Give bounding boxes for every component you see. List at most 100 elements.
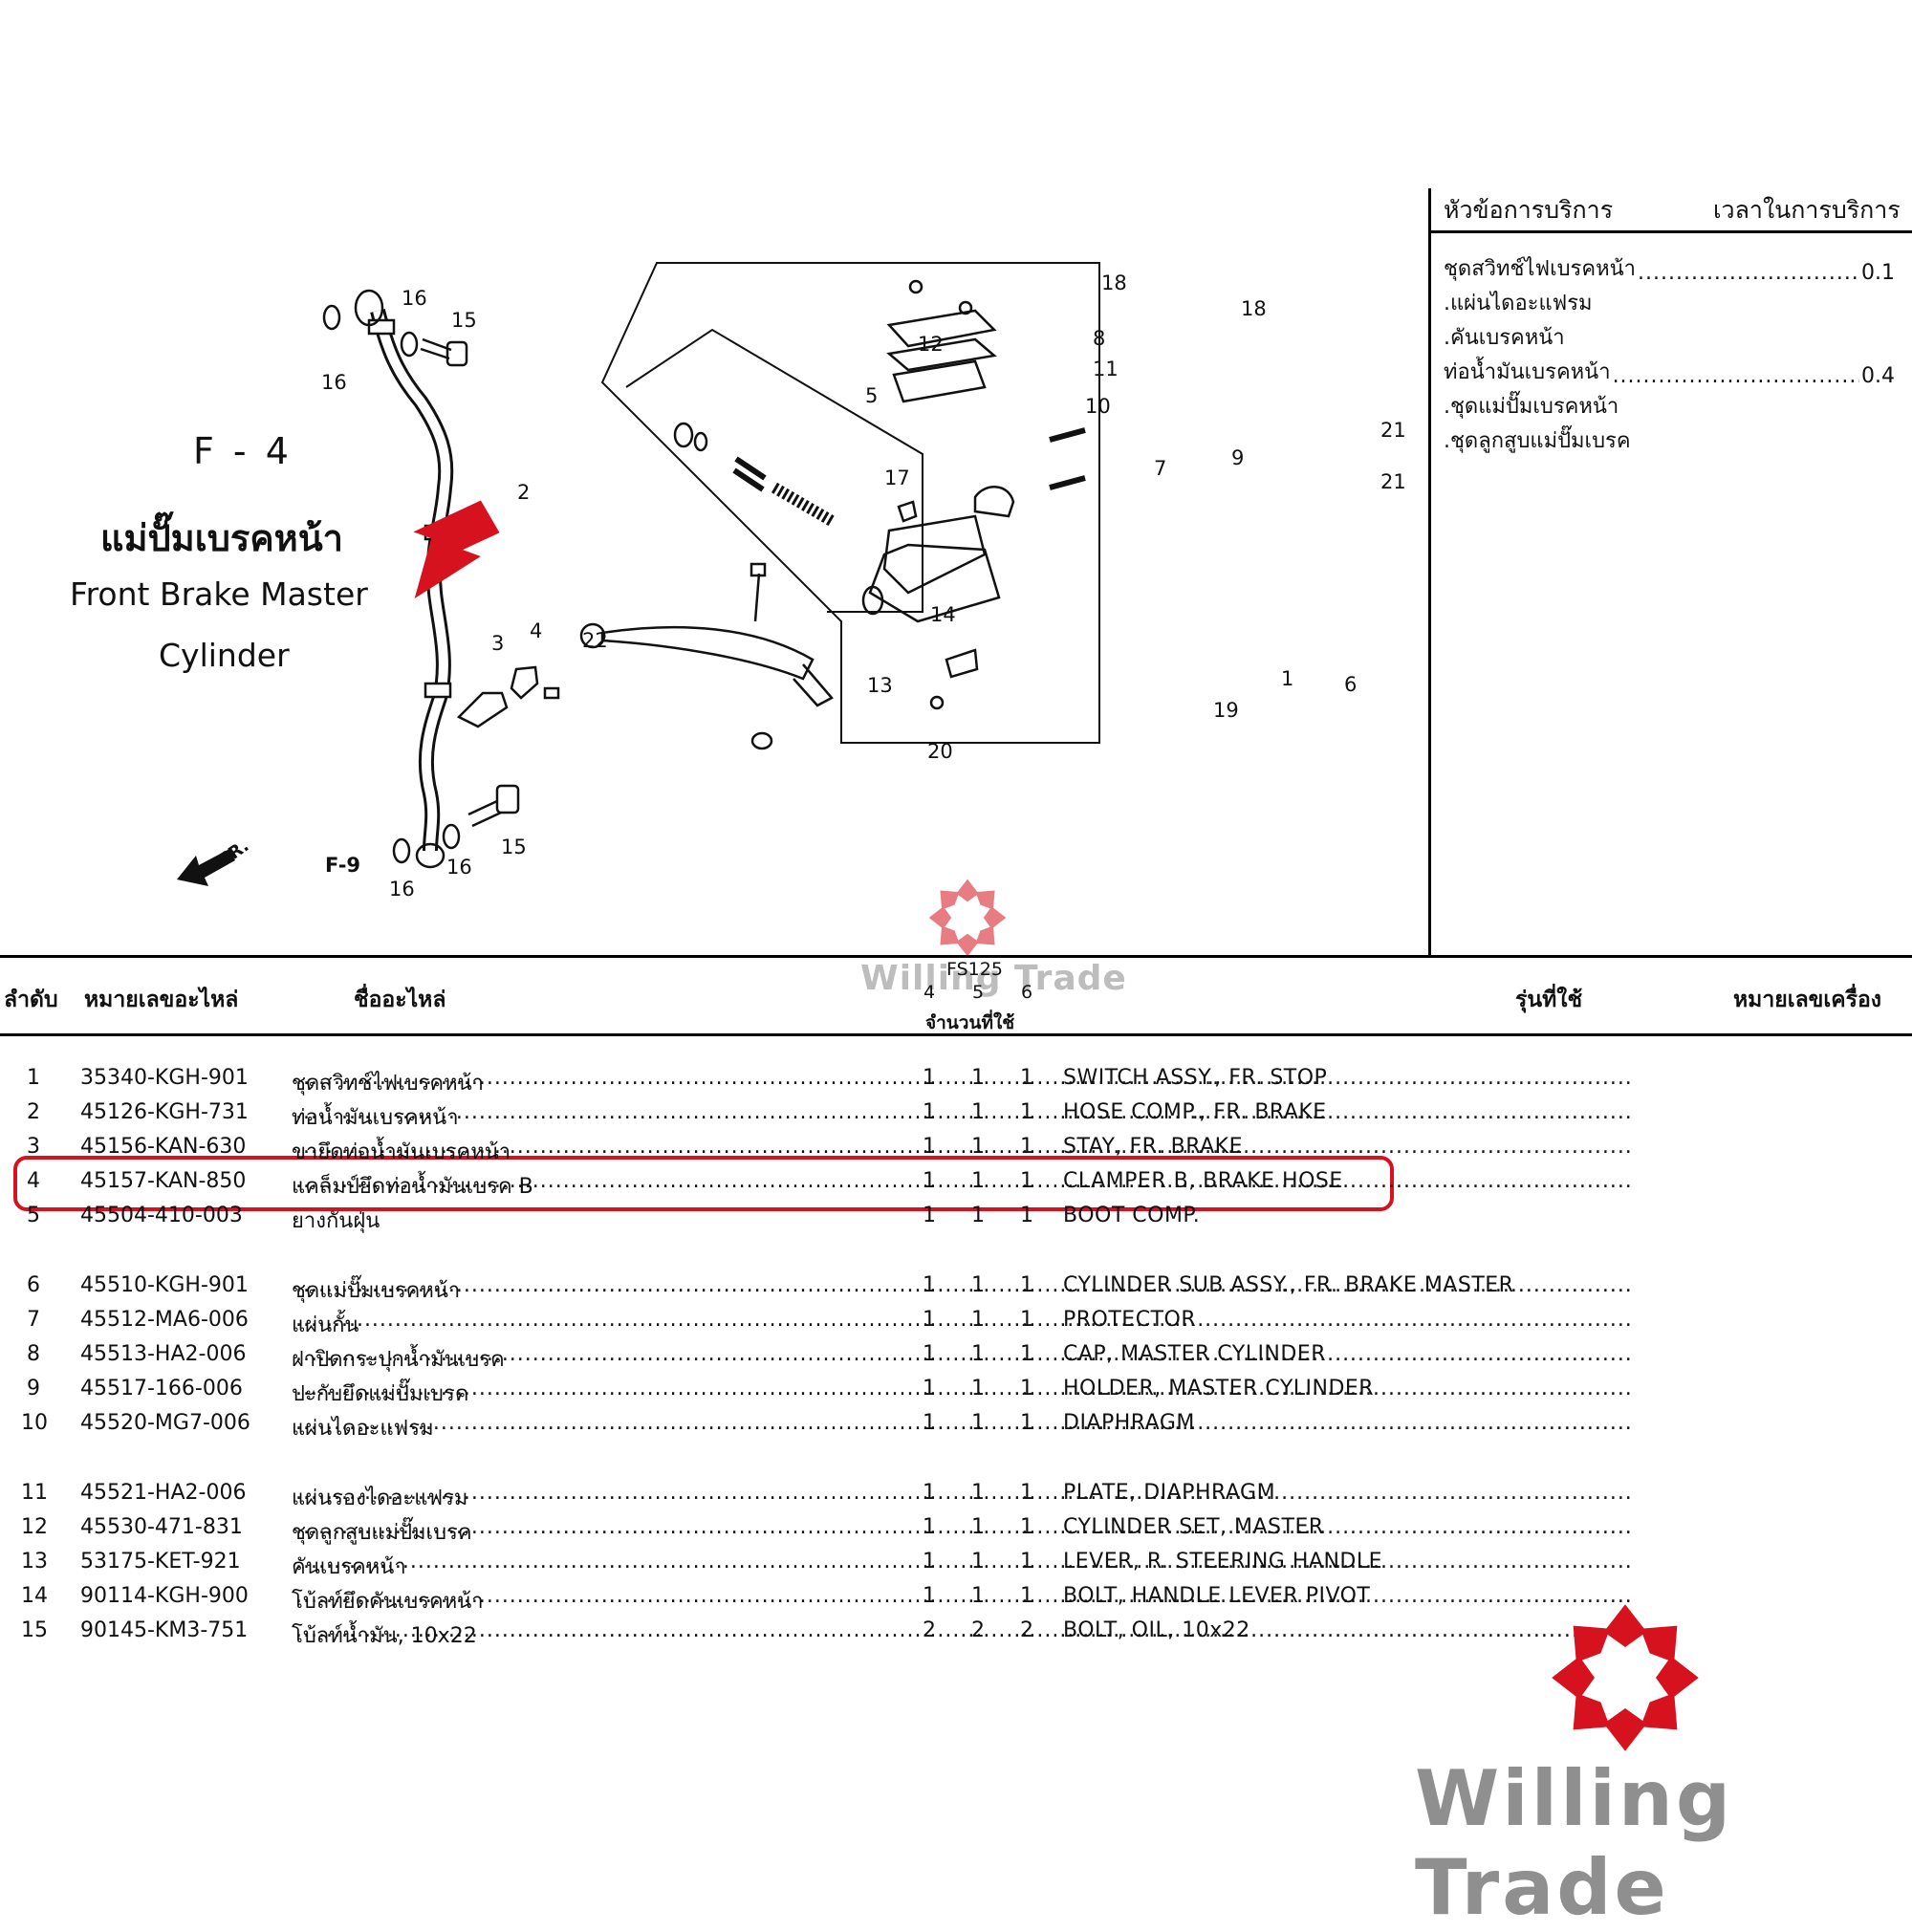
- row-qty: 1: [971, 1584, 985, 1608]
- row-no: 14: [21, 1584, 48, 1608]
- row-english-name: PLATE, DIAPHRAGM: [1063, 1481, 1276, 1505]
- callout-12: 12: [918, 333, 944, 356]
- row-english-name: BOLT, OIL, 10x22: [1063, 1618, 1250, 1642]
- callout-5: 5: [865, 384, 879, 407]
- washer-drawing: [322, 304, 341, 331]
- callout-14: 14: [930, 603, 956, 626]
- row-qty: 2: [923, 1618, 936, 1642]
- row-part-number: 35340-KGH-901: [80, 1066, 249, 1090]
- row-no: 4: [27, 1169, 40, 1193]
- row-english-name: STAY, FR. BRAKE: [1063, 1135, 1243, 1159]
- row-qty: 1: [971, 1169, 985, 1193]
- table-row: 1 35340-KGH-901 ชุดสวิทช์ไฟเบรคหน้า 1 1 …: [0, 1066, 1912, 1098]
- callout-11: 11: [1093, 358, 1119, 380]
- callout-16c: 16: [446, 856, 472, 879]
- table-row: 14 90114-KGH-900 โบ้ลท์ยึดคันเบรคหน้า 1 …: [0, 1584, 1912, 1617]
- callout-4: 4: [530, 619, 543, 642]
- table-row: 3 45156-KAN-630 ขายึดท่อน้ำมันเบรคหน้า 1…: [0, 1135, 1912, 1167]
- callout-20: 20: [927, 740, 953, 763]
- row-english-name: BOLT, HANDLE LEVER PIVOT: [1063, 1584, 1371, 1608]
- row-qty: 1: [1020, 1481, 1033, 1505]
- figure-code: F - 4: [193, 430, 293, 472]
- row-qty: 1: [923, 1204, 936, 1227]
- service-row-label: .คันเบรคหน้า: [1444, 326, 1565, 350]
- service-row: .ชุดแม่ปั๊มเบรคหน้า: [1444, 389, 1895, 423]
- header-qty-label: จำนวนที่ใช้: [925, 1012, 1015, 1033]
- row-qty: 2: [1020, 1618, 1033, 1642]
- service-row: ท่อน้ำมันเบรคหน้า0.4: [1444, 355, 1895, 388]
- table-row: 5 45504-410-003 ยางกันฝุ่น 1 1 1 BOOT CO…: [0, 1204, 1912, 1236]
- row-no: 13: [21, 1550, 48, 1574]
- row-no: 7: [27, 1308, 40, 1332]
- row-qty: 1: [923, 1515, 936, 1539]
- row-part-number: 45521-HA2-006: [80, 1481, 247, 1505]
- header-part-name: ชื่ออะไหล่: [354, 988, 446, 1012]
- row-qty: 1: [971, 1515, 985, 1539]
- row-qty: 2: [971, 1618, 985, 1642]
- table-row: 7 45512-MA6-006 แผ่นกั้น 1 1 1 PROTECTOR: [0, 1308, 1912, 1340]
- row-qty: 1: [923, 1584, 936, 1608]
- row-qty: 1: [971, 1377, 985, 1400]
- row-qty: 1: [971, 1411, 985, 1435]
- row-qty: 1: [971, 1204, 985, 1227]
- callout-18b: 18: [1241, 297, 1267, 320]
- row-thai-name: ยางกันฝุ่น: [292, 1209, 380, 1233]
- service-row-label: .ชุดลูกสูบแม่ปั๊มเบรค: [1444, 429, 1631, 453]
- row-qty: 1: [971, 1100, 985, 1124]
- callout-labels: 16 15 16 2 3 4 22 15 16 16 F-9 FR. 12 5 …: [0, 0, 1912, 956]
- row-no: 15: [21, 1618, 48, 1642]
- master-cylinder-body-drawing: [868, 543, 1001, 623]
- row-qty: 1: [1020, 1308, 1033, 1332]
- row-qty: 1: [1020, 1273, 1033, 1297]
- brand-name: Willing Trade: [1415, 1754, 1734, 1932]
- figure-title-en-line2: Cylinder: [159, 637, 290, 674]
- row-qty: 1: [971, 1308, 985, 1332]
- row-english-name: CAP, MASTER CYLINDER: [1063, 1342, 1327, 1366]
- brand-watermark-small: Willing Trade: [860, 959, 1127, 998]
- callout-10: 10: [1085, 395, 1111, 418]
- row-qty: 1: [923, 1550, 936, 1574]
- service-panel-divider: [1428, 188, 1431, 956]
- row-qty: 1: [1020, 1342, 1033, 1366]
- row-qty: 1: [923, 1377, 936, 1400]
- row-qty: 1: [923, 1481, 936, 1505]
- service-row-label: ชุดสวิทช์ไฟเบรคหน้า: [1444, 257, 1636, 281]
- stay-drawing: [456, 691, 509, 728]
- callout-16: 16: [402, 287, 427, 310]
- row-qty: 1: [1020, 1411, 1033, 1435]
- row-no: 12: [21, 1515, 48, 1539]
- row-part-number: 45510-KGH-901: [80, 1273, 249, 1297]
- row-part-number: 45517-166-006: [80, 1377, 243, 1400]
- row-qty: 1: [1020, 1135, 1033, 1159]
- row-english-name: BOOT COMP.: [1063, 1204, 1201, 1227]
- willing-trade-logo: [1552, 1604, 1699, 1751]
- header-no: ลำดับ: [4, 988, 58, 1012]
- callout-7: 7: [1154, 457, 1167, 480]
- row-qty: 1: [1020, 1204, 1033, 1227]
- service-row-time: 0.4: [1861, 364, 1895, 388]
- row-qty: 1: [971, 1273, 985, 1297]
- header-model-code: FS125: [946, 959, 1003, 980]
- header-model: รุ่นที่ใช้: [1515, 988, 1583, 1012]
- row-qty: 1: [1020, 1584, 1033, 1608]
- row-part-number: 45520-MG7-006: [80, 1411, 250, 1435]
- row-qty: 1: [1020, 1169, 1033, 1193]
- table-row: 6 45510-KGH-901 ชุดแม่ปั๊มเบรคหน้า 1 1 1…: [0, 1273, 1912, 1306]
- row-english-name: LEVER, R. STEERING HANDLE: [1063, 1550, 1382, 1574]
- row-qty: 1: [1020, 1377, 1033, 1400]
- row-english-name: DIAPHRAGM: [1063, 1411, 1195, 1435]
- callout-9: 9: [1231, 446, 1245, 469]
- row-part-number: 53175-KET-921: [80, 1550, 241, 1574]
- row-part-number: 90145-KM3-751: [80, 1618, 249, 1642]
- willing-trade-logo-small: [928, 879, 1007, 957]
- table-row: 9 45517-166-006 ปะกับยึดแม่ปั๊มเบรค 1 1 …: [0, 1377, 1912, 1409]
- row-no: 5: [27, 1204, 40, 1227]
- row-part-number: 45530-471-831: [80, 1515, 243, 1539]
- table-row: 2 45126-KGH-731 ท่อน้ำมันเบรคหน้า 1 1 1 …: [0, 1100, 1912, 1133]
- row-qty: 1: [971, 1481, 985, 1505]
- callout-3: 3: [491, 632, 505, 655]
- callout-1: 1: [1281, 667, 1294, 690]
- callout-21: 21: [1380, 419, 1406, 442]
- callout-17: 17: [884, 467, 910, 489]
- callout-15b: 15: [501, 836, 527, 858]
